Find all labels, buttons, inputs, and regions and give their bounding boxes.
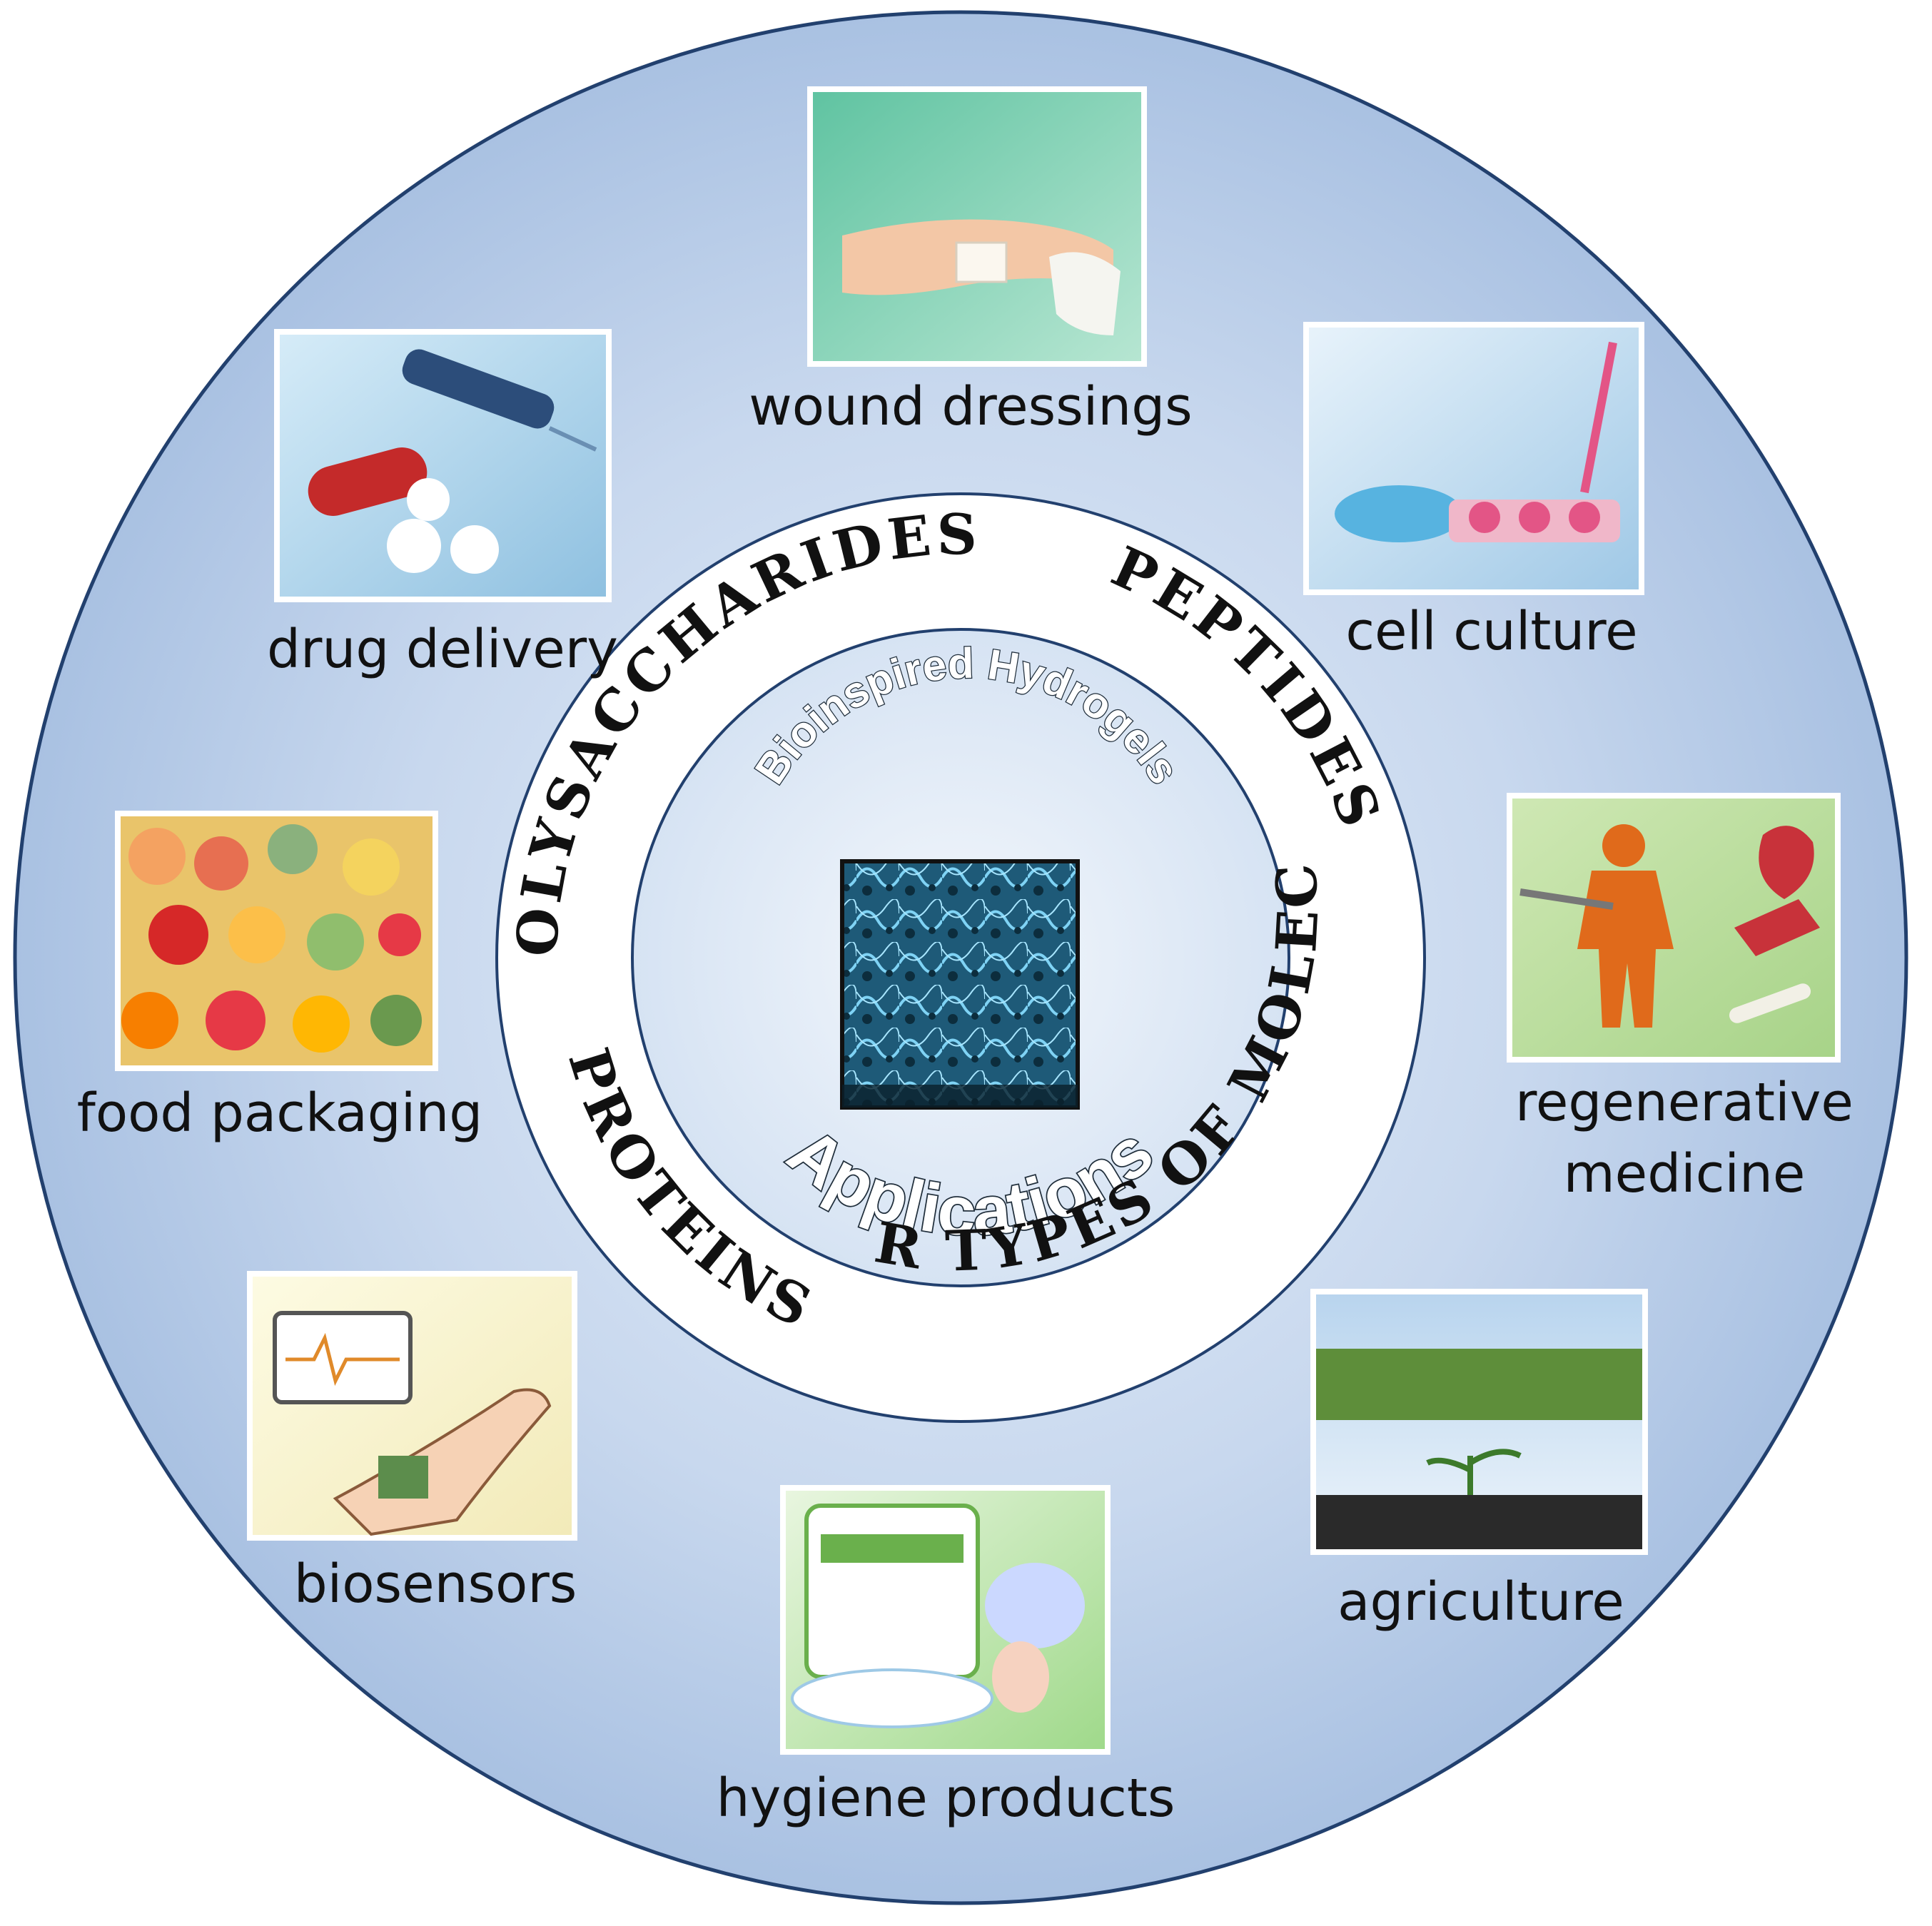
biosensors-image [247, 1271, 577, 1541]
cell-culture-image [1303, 322, 1644, 595]
label-regenerative: regenerative [1515, 1072, 1853, 1133]
label-medicine: medicine [1564, 1143, 1806, 1205]
agriculture-image [1310, 1289, 1648, 1555]
label-wound-dressings: wound dressings [749, 376, 1192, 437]
drug-delivery-image [274, 329, 612, 602]
label-agriculture: agriculture [1337, 1571, 1624, 1633]
food-packaging-image [115, 811, 438, 1071]
label-food-packaging: food packaging [77, 1083, 482, 1144]
wound-dressings-image [807, 86, 1147, 367]
regenerative-medicine-image [1507, 793, 1841, 1063]
label-drug-delivery: drug delivery [267, 619, 618, 680]
label-hygiene-products: hygiene products [717, 1768, 1175, 1829]
label-biosensors: biosensors [294, 1554, 577, 1615]
sem-micrograph [840, 859, 1080, 1110]
hygiene-products-image [780, 1485, 1111, 1755]
label-cell-culture: cell culture [1345, 601, 1637, 662]
